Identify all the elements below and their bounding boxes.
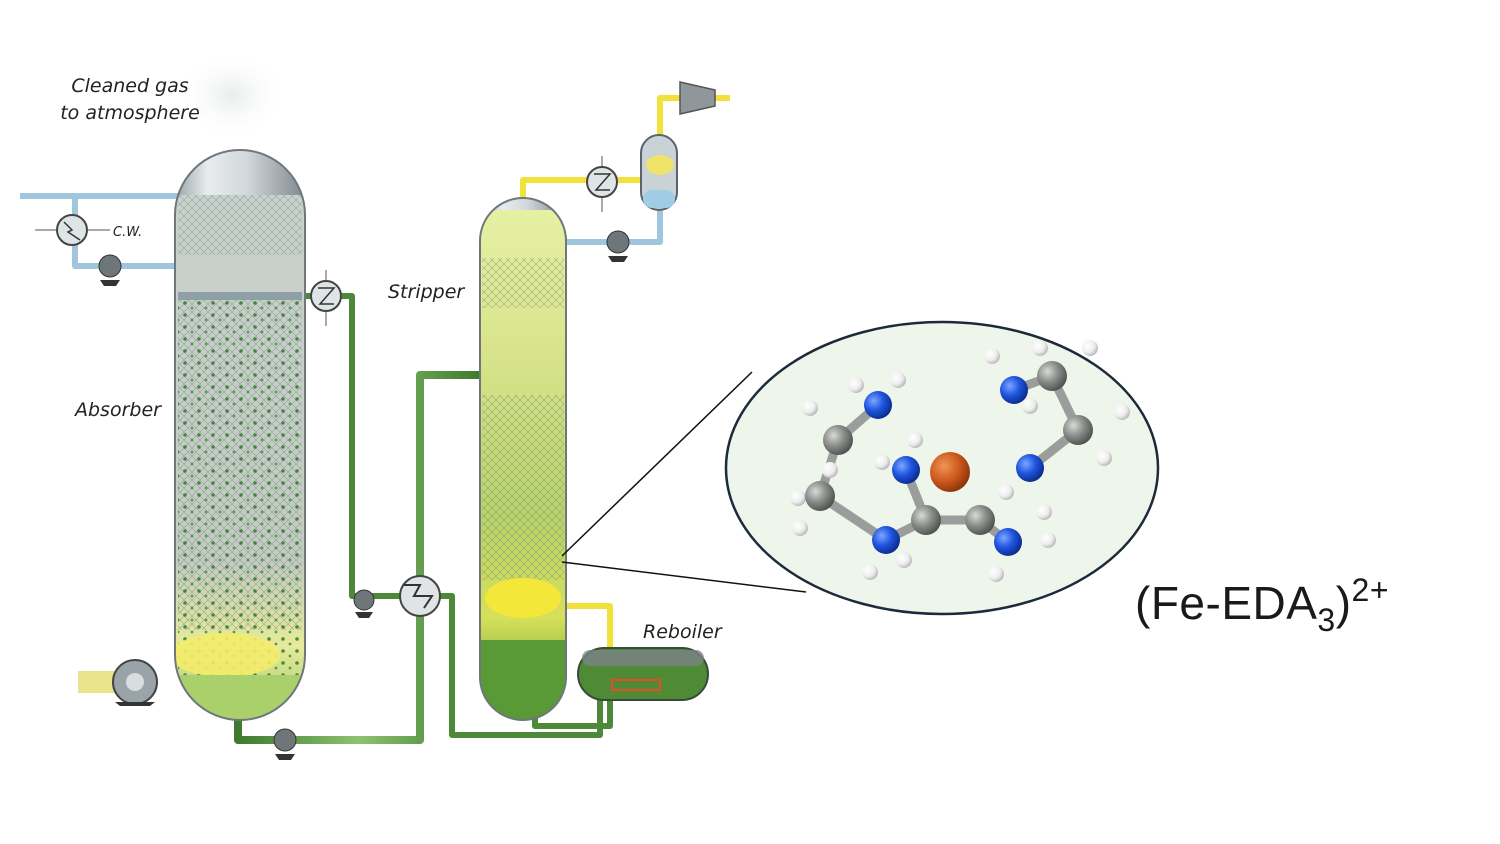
formula-open: (Fe-EDA [1135, 577, 1318, 629]
absorber-column [174, 149, 306, 721]
absorber-label: Absorber [73, 399, 162, 421]
formula-subscript: 3 [1317, 602, 1336, 638]
zoom-line-bottom [561, 561, 807, 593]
pump-rich-solvent [273, 728, 297, 760]
heat-exchanger-lean-rich [399, 575, 441, 617]
molecule-inset [724, 320, 1160, 616]
complex-formula: (Fe-EDA3)2+ [1135, 572, 1389, 639]
nitrogen-atoms [864, 376, 1044, 556]
stripper-label: Stripper [388, 281, 465, 303]
reflux-drum [640, 134, 678, 211]
pump-reflux [606, 230, 630, 262]
stripper-column [479, 197, 567, 721]
steam-plume [177, 50, 287, 140]
formula-close: ) [1335, 577, 1352, 629]
carbon-atoms [805, 361, 1093, 535]
heat-exchanger-solvent [310, 270, 342, 326]
pump-cooling-water [98, 254, 122, 286]
cooling-water-label: C.W. [113, 225, 142, 240]
cleaned-gas-label-line2: to atmosphere [60, 102, 200, 124]
formula-superscript: 2+ [1351, 572, 1390, 608]
reboiler-label: Reboiler [643, 621, 723, 643]
cleaned-gas-label-line1: Cleaned gas [71, 75, 188, 97]
iron-atom [930, 452, 970, 492]
pump-lean-solvent [353, 589, 375, 618]
heat-exchanger-cooling [35, 214, 110, 246]
feed-gas-blower [112, 659, 158, 706]
reboiler-vessel [577, 647, 709, 701]
zoom-line-top [561, 371, 753, 557]
condenser [586, 156, 618, 212]
compressor [679, 81, 716, 115]
hydrogen-atoms [790, 340, 1130, 582]
